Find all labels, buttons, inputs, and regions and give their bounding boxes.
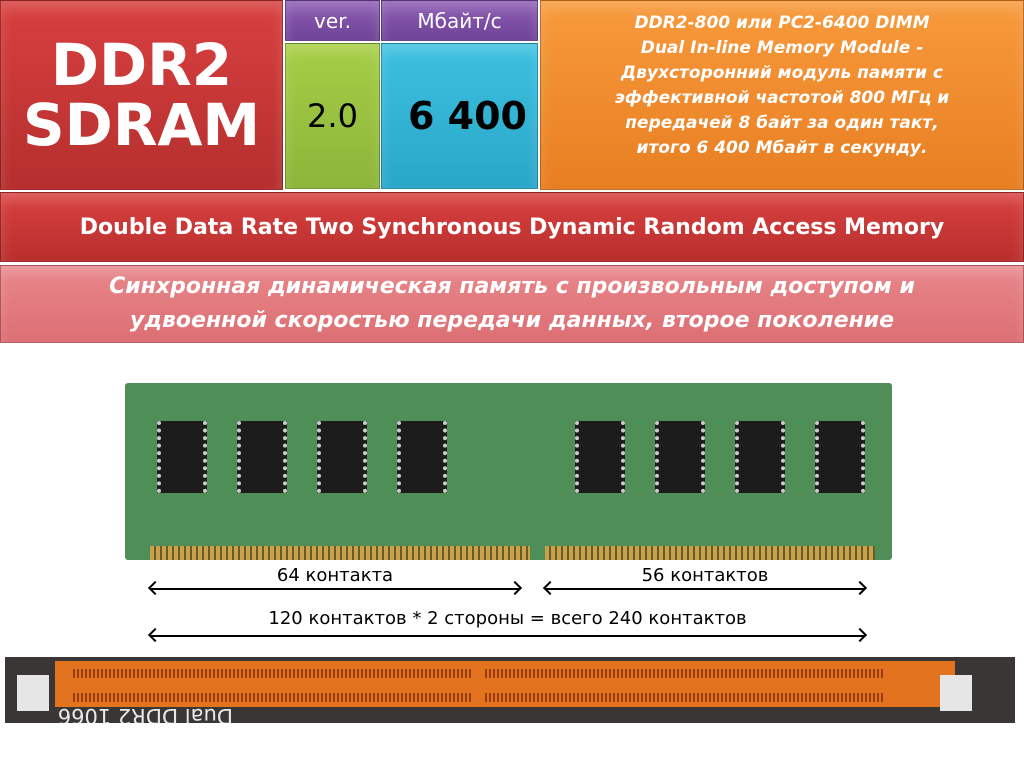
title-line-1: DDR2 bbox=[50, 31, 233, 99]
version-value: 2.0 bbox=[285, 43, 380, 189]
memory-chip bbox=[317, 421, 367, 493]
speed-value: 6 400 bbox=[381, 43, 538, 189]
description: DDR2-800 или PC2-6400 DIMM Dual In-line … bbox=[540, 0, 1024, 190]
russian-name-banner: Синхронная динамическая память с произво… bbox=[0, 265, 1024, 343]
arrow-right-section bbox=[545, 588, 865, 590]
ddr2-slot-image: Dual DDR2 1066 bbox=[5, 657, 1015, 723]
memory-chip bbox=[397, 421, 447, 493]
memory-chip bbox=[237, 421, 287, 493]
ddr2-module-image bbox=[125, 383, 892, 560]
arrow-left-section bbox=[150, 588, 520, 590]
label-64: 64 контакта bbox=[276, 565, 394, 586]
slot-body bbox=[55, 661, 955, 707]
version-header: ver. bbox=[285, 0, 380, 41]
arrow-total bbox=[150, 635, 865, 637]
memory-chip bbox=[655, 421, 705, 493]
memory-chip bbox=[575, 421, 625, 493]
title-line-2: SDRAM bbox=[22, 91, 261, 159]
contacts-left bbox=[150, 546, 530, 560]
speed-header: Мбайт/с bbox=[381, 0, 538, 41]
contacts-right bbox=[545, 546, 875, 560]
slot-latch-right bbox=[940, 675, 972, 711]
full-name-banner: Double Data Rate Two Synchronous Dynamic… bbox=[0, 192, 1024, 262]
memory-chip bbox=[157, 421, 207, 493]
memory-chip bbox=[815, 421, 865, 493]
memory-chip bbox=[735, 421, 785, 493]
board-silkscreen-text: Dual DDR2 1066 bbox=[57, 704, 233, 723]
slot-latch-left bbox=[17, 675, 49, 711]
title-box: DDR2 SDRAM bbox=[0, 0, 283, 190]
label-total: 120 контактов * 2 стороны = всего 240 ко… bbox=[268, 608, 747, 629]
label-56: 56 контактов bbox=[641, 565, 769, 586]
